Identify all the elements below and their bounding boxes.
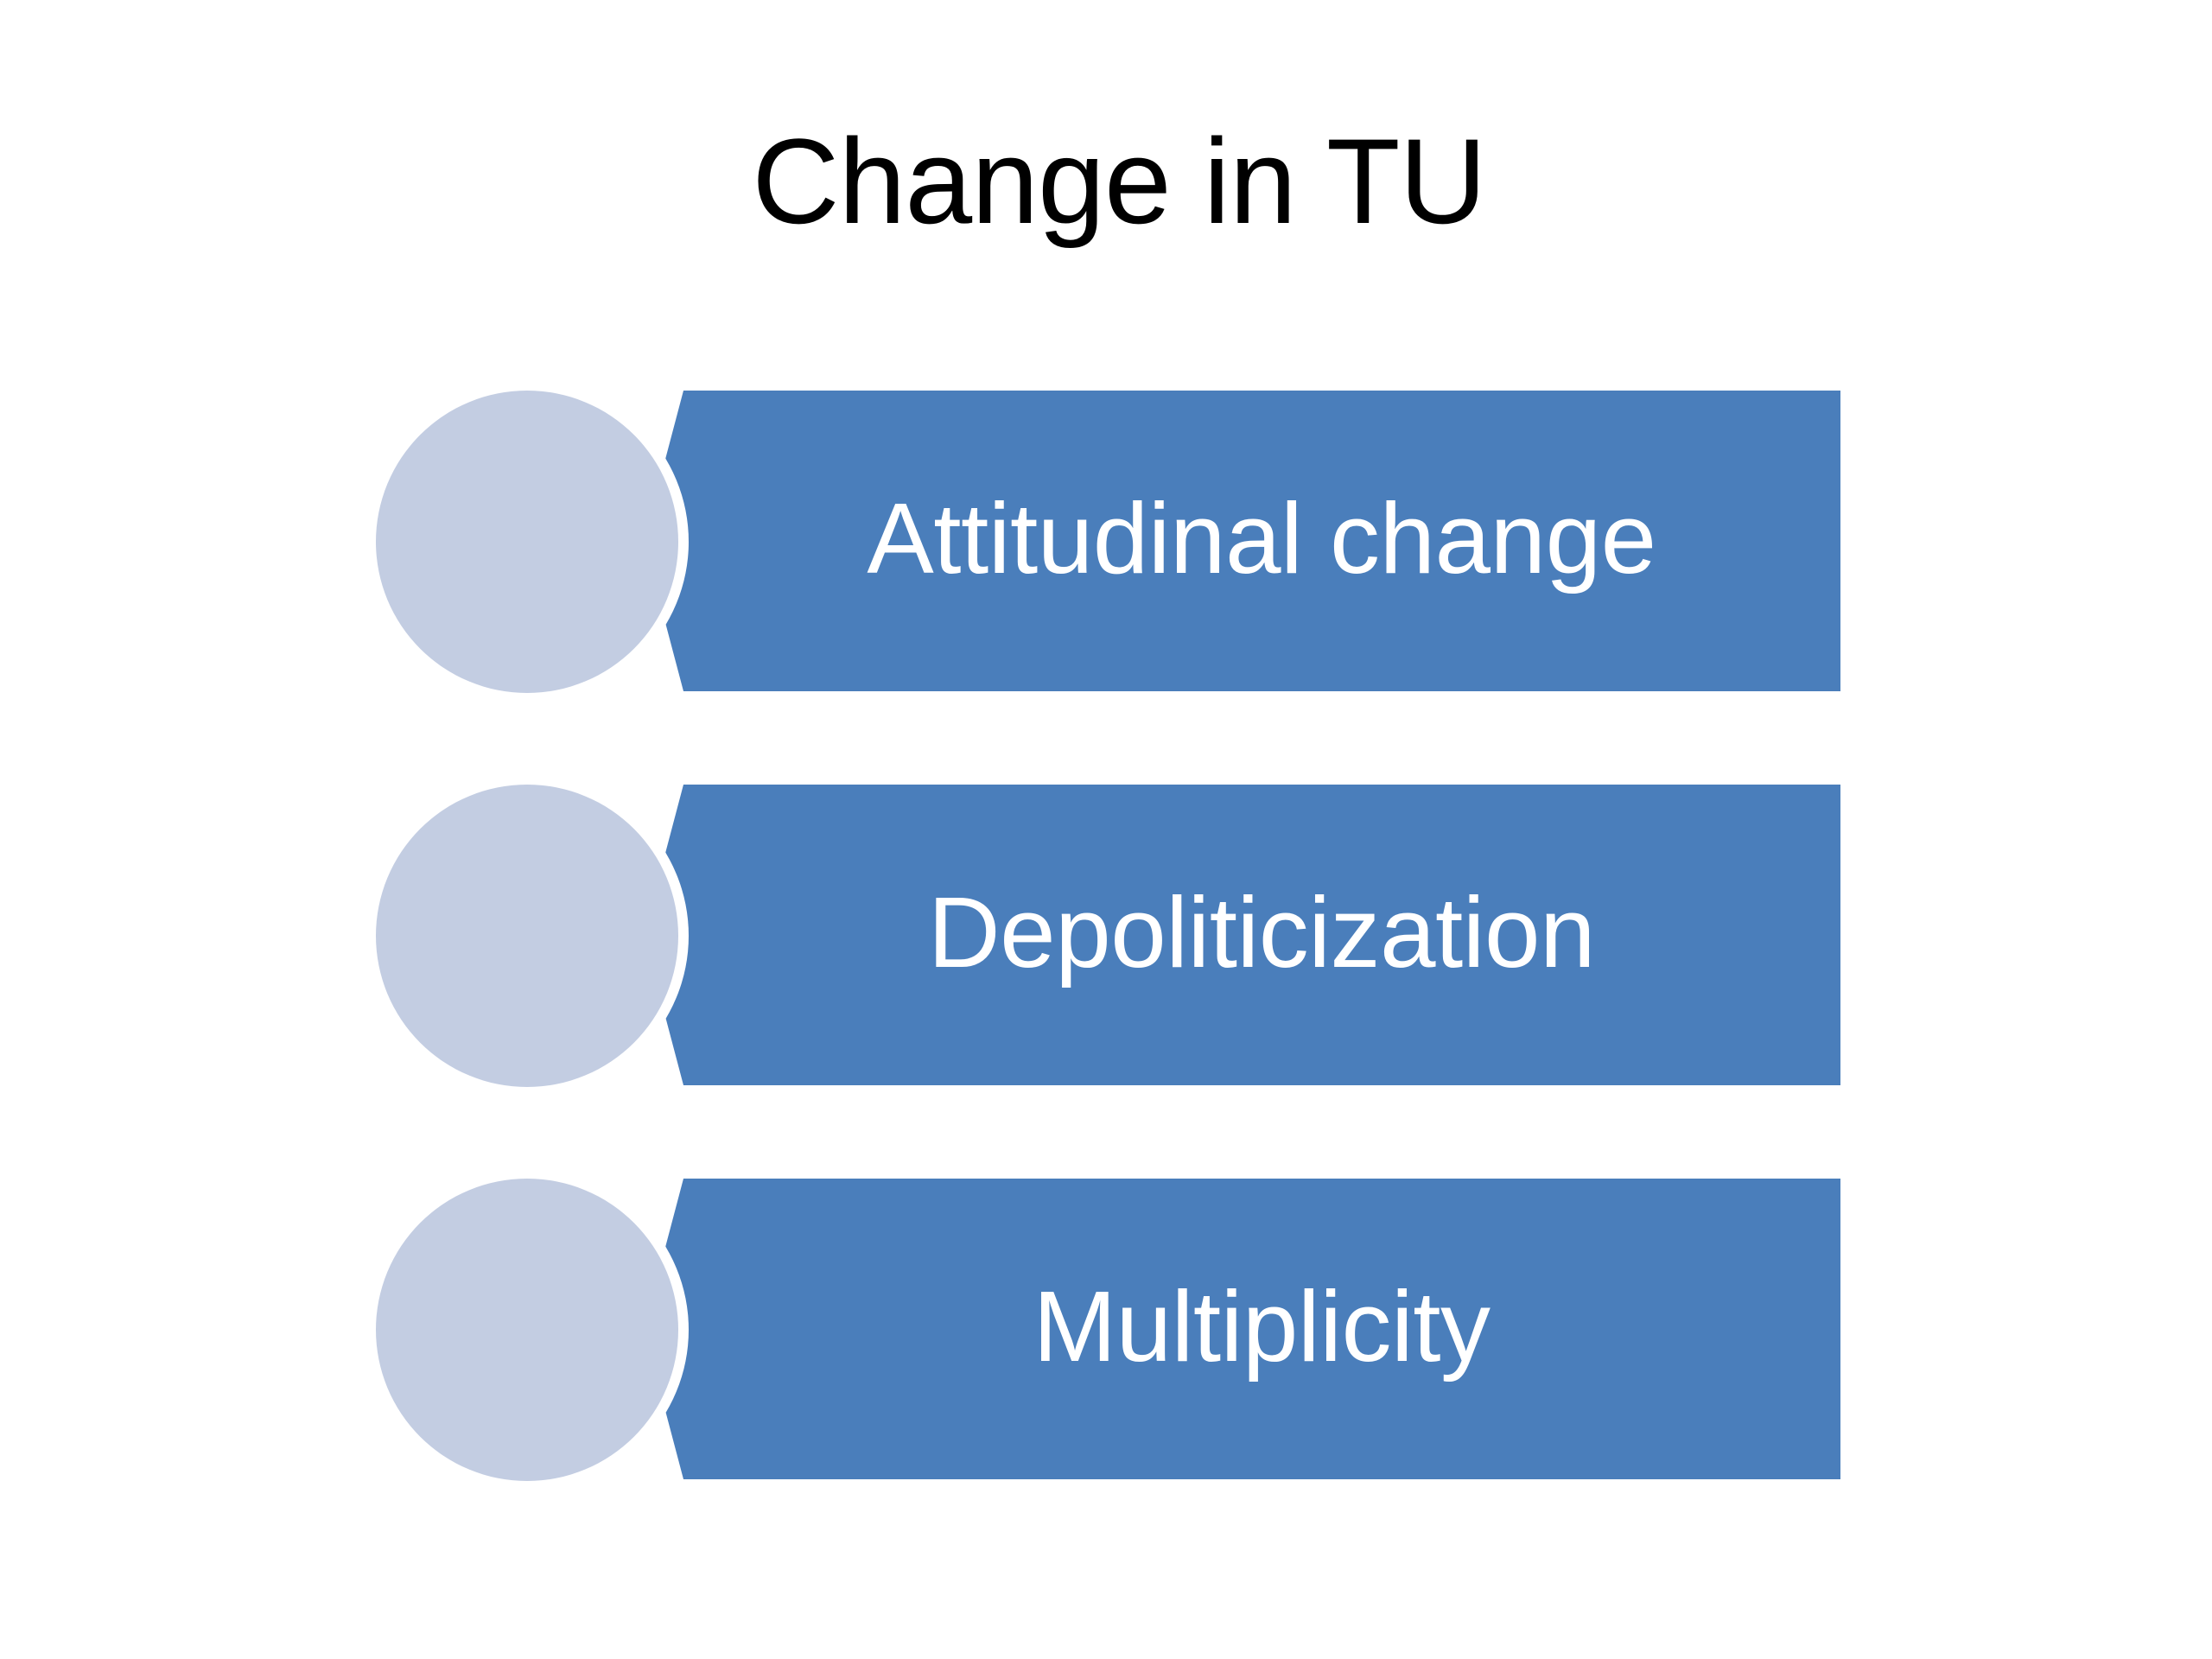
page-title: Change in TU xyxy=(752,113,1486,249)
chevron-bar[interactable] xyxy=(644,391,1840,691)
chevron-bar[interactable] xyxy=(644,785,1840,1085)
chevron-bar[interactable] xyxy=(644,1179,1840,1479)
process-row-label: Depoliticization xyxy=(927,876,1596,988)
bullet-circle-icon xyxy=(376,391,678,693)
bullet-circle-icon xyxy=(376,1179,678,1481)
process-row-label: Multiplicity xyxy=(1033,1270,1491,1382)
bullet-circle-icon xyxy=(376,785,678,1087)
process-row-label: Attitudinal change xyxy=(867,482,1656,594)
